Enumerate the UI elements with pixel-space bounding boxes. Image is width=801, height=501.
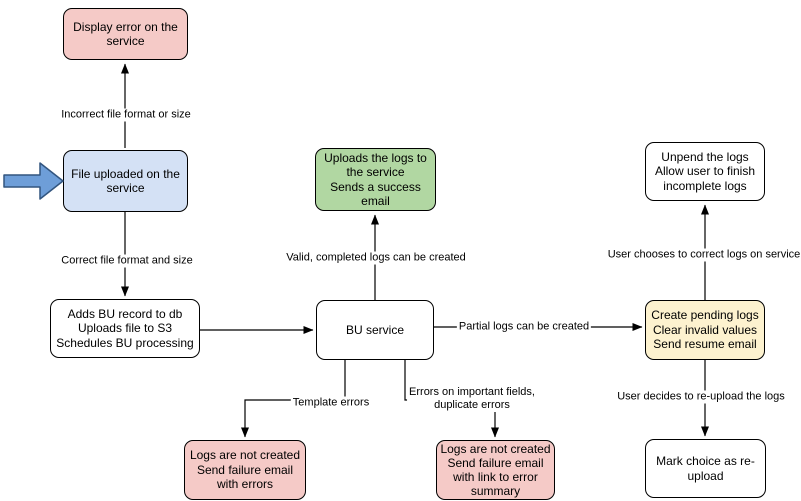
node-file-uploaded: File uploaded on the service [63, 150, 188, 212]
edge-label-incorrect-format: Incorrect file format or size [59, 108, 193, 122]
node-mark-reupload: Mark choice as re- upload [645, 439, 766, 498]
edge-label-choose-correct: User chooses to correct logs on service [605, 248, 801, 262]
node-display-error: Display error on the service [63, 8, 188, 60]
node-adds-bu-record: Adds BU record to db Uploads file to S3 … [50, 299, 200, 358]
node-fail-field-errors-label: Logs are not created Send failure email … [440, 442, 551, 498]
node-bu-service-label: BU service [345, 322, 404, 337]
edge-label-field-errors: Errors on important fields, duplicate er… [407, 386, 537, 412]
node-create-pending-logs-label: Create pending logs Clear invalid values… [651, 308, 759, 352]
node-fail-field-errors: Logs are not created Send failure email … [436, 440, 555, 500]
node-create-pending-logs: Create pending logs Clear invalid values… [645, 300, 765, 360]
node-adds-bu-record-label: Adds BU record to db Uploads file to S3 … [56, 306, 194, 350]
edge-label-partial-logs: Partial logs can be created [456, 320, 592, 334]
edge-label-template-errors: Template errors [290, 396, 372, 410]
node-unpend-logs: Unpend the logs Allow user to finish inc… [645, 142, 765, 201]
entry-arrow-icon [3, 162, 64, 200]
entry-arrow-shape [3, 162, 64, 200]
node-display-error-label: Display error on the service [73, 19, 178, 49]
edge-label-correct-format: Correct file format and size [59, 254, 195, 268]
edge-label-decide-reupload: User decides to re-upload the logs [615, 390, 787, 404]
edge-label-valid-logs: Valid, completed logs can be created [284, 251, 468, 265]
node-bu-service: BU service [316, 300, 434, 360]
node-unpend-logs-label: Unpend the logs Allow user to finish inc… [654, 149, 756, 193]
node-file-uploaded-label: File uploaded on the service [71, 166, 180, 196]
node-fail-template-errors-label: Logs are not created Send failure email … [189, 448, 301, 492]
node-uploads-logs-success: Uploads the logs to the service Sends a … [315, 148, 436, 211]
node-mark-reupload-label: Mark choice as re- upload [656, 454, 755, 483]
node-fail-template-errors: Logs are not created Send failure email … [184, 440, 306, 500]
node-uploads-logs-success-label: Uploads the logs to the service Sends a … [324, 150, 427, 209]
